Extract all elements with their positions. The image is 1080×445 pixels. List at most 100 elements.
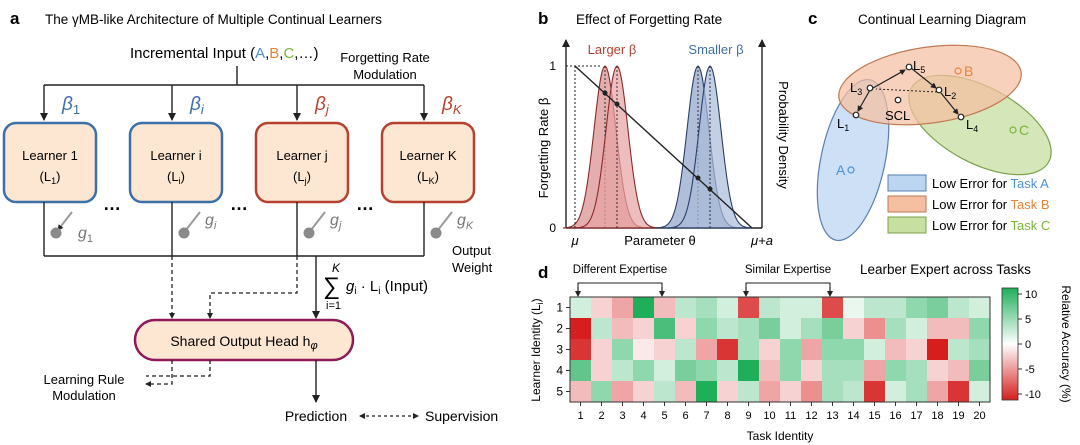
heatmap-cell-r4-c1 bbox=[570, 360, 592, 382]
heatmap-cell-r2-c2 bbox=[591, 318, 613, 340]
heatmap-cell-r1-c4 bbox=[633, 297, 655, 319]
heatmap-cell-r5-c15 bbox=[864, 381, 886, 403]
heatmap-cell-r1-c10 bbox=[759, 297, 781, 319]
heatmap-cell-r2-c1 bbox=[570, 318, 592, 340]
task-b-label: B bbox=[964, 63, 973, 79]
node-l1 bbox=[852, 111, 860, 119]
heatmap-cell-r4-c19 bbox=[948, 360, 970, 382]
heatmap-cell-r5-c4 bbox=[633, 381, 655, 403]
colorbar-tick-label-4: -10 bbox=[1025, 389, 1041, 401]
distribution-curves bbox=[562, 65, 753, 229]
heatmap-cell-r5-c18 bbox=[927, 381, 949, 403]
col-label-14: 14 bbox=[847, 410, 859, 422]
shared-output-head-label: Shared Output Head hφ bbox=[170, 333, 317, 352]
panel-b-ylabel: Forgetting Rate β bbox=[536, 98, 551, 199]
task-b-region bbox=[838, 44, 1022, 126]
node-l1-label: L1 bbox=[837, 116, 849, 133]
heatmap-cell-r2-c19 bbox=[948, 318, 970, 340]
weight-knob-1[interactable] bbox=[50, 211, 73, 239]
col-label-10: 10 bbox=[763, 410, 775, 422]
heatmap-cell-r1-c16 bbox=[885, 297, 907, 319]
output-weight-1: Output bbox=[452, 243, 491, 258]
shared-output-head bbox=[133, 318, 355, 362]
learner-1-name: Learner 1 bbox=[22, 148, 78, 163]
node-l4-label: L4 bbox=[966, 117, 978, 134]
row-label-1: 1 bbox=[556, 301, 563, 315]
heatmap-cell-r4-c13 bbox=[822, 360, 844, 382]
panel-d: d Learber Expert across Tasks Different … bbox=[529, 262, 1073, 443]
heatmap-cell-r5-c17 bbox=[906, 381, 928, 403]
panel-d-xlabel: Task Identity bbox=[747, 429, 814, 443]
heatmap-cell-r1-c5 bbox=[654, 297, 676, 319]
node-l4 bbox=[957, 113, 965, 121]
col-label-1: 1 bbox=[577, 410, 583, 422]
col-label-4: 4 bbox=[640, 410, 646, 422]
heatmap-cell-r3-c8 bbox=[717, 339, 739, 361]
panel-a-title: The γMB-like Architecture of Multiple Co… bbox=[45, 12, 382, 27]
heatmap-cell-r1-c3 bbox=[612, 297, 634, 319]
heatmap-cell-r1-c18 bbox=[927, 297, 949, 319]
heatmap-cell-r4-c4 bbox=[633, 360, 655, 382]
panel-d-ylabel: Learner Identity (Li) bbox=[529, 298, 545, 401]
heatmap-cell-r5-c8 bbox=[717, 381, 739, 403]
heatmap-cell-r2-c12 bbox=[801, 318, 823, 340]
weight-knob-j[interactable] bbox=[303, 211, 326, 239]
scl-label: SCL bbox=[885, 108, 910, 123]
heatmap-cell-r4-c12 bbox=[801, 360, 823, 382]
col-label-8: 8 bbox=[724, 410, 730, 422]
legend-label-a: Low Error for Task A bbox=[932, 176, 1049, 191]
heatmap-cell-r2-c9 bbox=[738, 318, 760, 340]
panel-a: a The γMB-like Architecture of Multiple … bbox=[2, 9, 498, 424]
heatmap-cell-r4-c5 bbox=[654, 360, 676, 382]
rule-dashed-2 bbox=[146, 360, 211, 377]
node-scl bbox=[894, 96, 902, 104]
panel-b-x-min: μ bbox=[570, 233, 578, 248]
sum-symbol: ∑ bbox=[323, 273, 340, 300]
learner-j-box bbox=[254, 121, 350, 204]
weight-knob-k[interactable] bbox=[430, 211, 453, 239]
learner-i-name: Learner i bbox=[150, 148, 201, 163]
colorbar bbox=[1001, 287, 1019, 401]
g-i-label: gi bbox=[205, 212, 217, 232]
heatmap-cell-r2-c17 bbox=[906, 318, 928, 340]
forgetting-rate-label-1: Forgetting Rate bbox=[340, 50, 430, 65]
dots-2: … bbox=[230, 194, 248, 214]
panel-c-title: Continual Learning Diagram bbox=[858, 12, 1026, 27]
heatmap-cell-r5-c12 bbox=[801, 381, 823, 403]
panel-b: b Effect of Forgetting Rate Forgetting R… bbox=[536, 9, 791, 248]
heatmap-cell-r3-c6 bbox=[675, 339, 697, 361]
beta-1: β1 bbox=[61, 94, 80, 117]
heatmap-cell-r5-c7 bbox=[696, 381, 718, 403]
g-1-label: g1 bbox=[78, 225, 93, 245]
sum-bottom: i=1 bbox=[326, 300, 341, 312]
legend-label-b: Low Error for Task B bbox=[932, 197, 1050, 212]
prediction-label: Prediction bbox=[285, 408, 347, 424]
supervision-label: Supervision bbox=[425, 408, 498, 424]
learner-1-box bbox=[2, 121, 98, 204]
col-label-15: 15 bbox=[868, 410, 880, 422]
beta-k: βK bbox=[441, 94, 463, 117]
heatmap-cell-r2-c14 bbox=[843, 318, 865, 340]
legend-swatch-b bbox=[887, 195, 927, 213]
heatmap-cell-r1-c1 bbox=[570, 297, 592, 319]
col-label-6: 6 bbox=[682, 410, 688, 422]
heatmap-cell-r4-c2 bbox=[591, 360, 613, 382]
heatmap-cell-r3-c11 bbox=[780, 339, 802, 361]
heatmap-cell-r5-c14 bbox=[843, 381, 865, 403]
heatmap-cell-r4-c15 bbox=[864, 360, 886, 382]
col-label-11: 11 bbox=[785, 410, 796, 422]
weight-knob-i[interactable] bbox=[178, 211, 201, 239]
dots-1: … bbox=[103, 194, 121, 214]
heatmap-cell-r5-c11 bbox=[780, 381, 802, 403]
different-expertise-label: Different Expertise bbox=[573, 264, 667, 276]
col-label-18: 18 bbox=[931, 410, 943, 422]
heatmap-cell-r2-c16 bbox=[885, 318, 907, 340]
panel-d-title: Learber Expert across Tasks bbox=[860, 262, 1031, 277]
beta-j: βj bbox=[314, 94, 330, 117]
different-expertise-bracket bbox=[577, 282, 663, 294]
heatmap-cell-r3-c19 bbox=[948, 339, 970, 361]
heatmap-cells bbox=[570, 297, 991, 403]
